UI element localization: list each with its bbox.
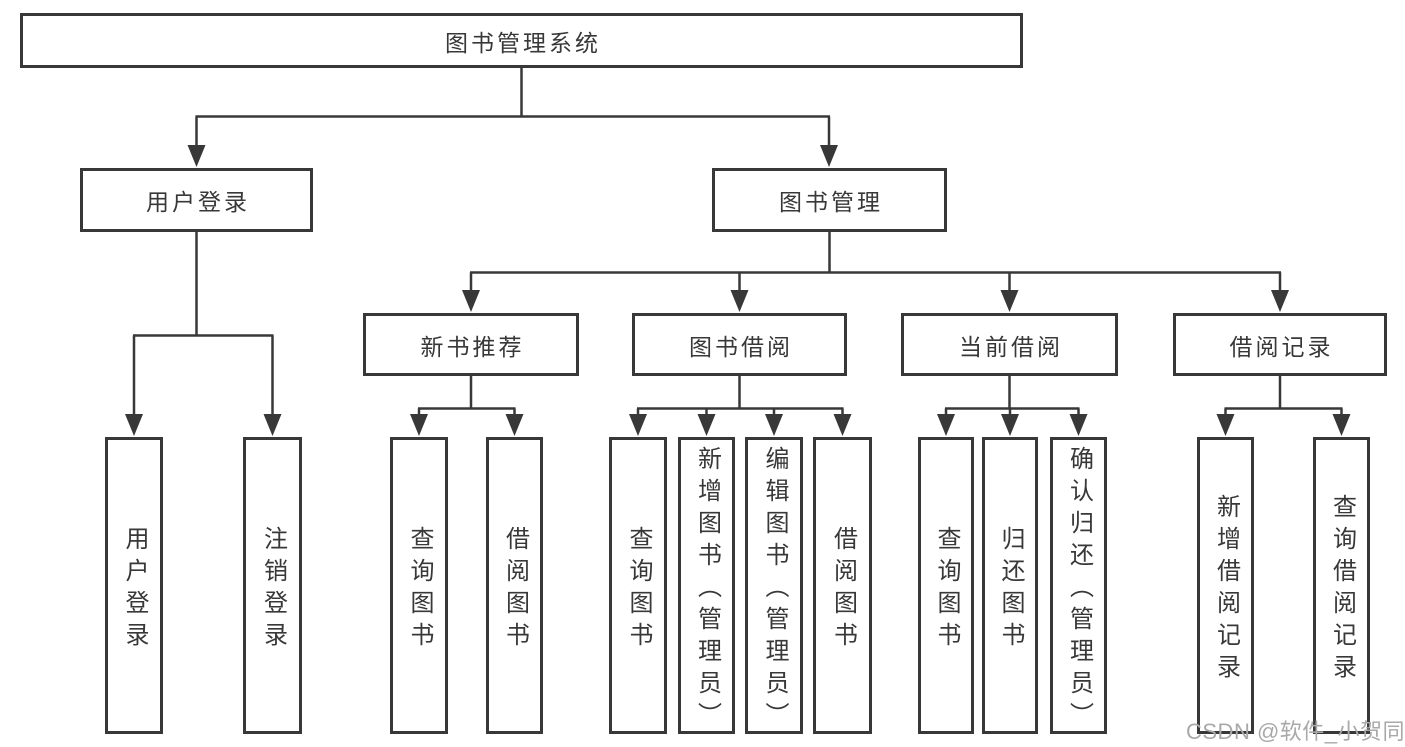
leaf-user-login: 用户登录 (105, 437, 163, 734)
leaf-edit-books-admin: 编辑图书（管理员） (745, 437, 803, 734)
node-book-management: 图书管理 (712, 168, 947, 232)
leaf-borrow-books-recommend: 借阅图书 (486, 437, 543, 734)
node-borrowing-records: 借阅记录 (1173, 313, 1387, 376)
node-library-management-system: 图书管理系统 (20, 13, 1023, 68)
node-user-login: 用户登录 (80, 168, 313, 232)
leaf-add-books-admin: 新增图书（管理员） (678, 437, 735, 734)
node-label: 图书管理系统 (445, 29, 601, 56)
leaf-label: 查询图书 (625, 525, 652, 654)
leaf-confirm-return-admin: 确认归还（管理员） (1050, 437, 1107, 734)
node-current-borrowing: 当前借阅 (901, 313, 1118, 376)
node-label: 图书借阅 (689, 333, 793, 360)
node-new-book-recommendation: 新书推荐 (363, 313, 579, 376)
leaf-query-borrow-record: 查询借阅记录 (1313, 437, 1370, 734)
leaf-query-books-borrow: 查询图书 (609, 437, 667, 734)
leaf-query-books-recommend: 查询图书 (390, 437, 448, 734)
leaf-label: 新增图书（管理员） (693, 445, 721, 734)
node-book-borrowing: 图书借阅 (632, 313, 847, 376)
leaf-label: 查询图书 (406, 525, 433, 654)
leaf-return-books: 归还图书 (982, 437, 1038, 734)
node-label: 用户登录 (146, 189, 250, 215)
node-label: 当前借阅 (959, 333, 1063, 360)
node-label: 新书推荐 (420, 333, 525, 360)
leaf-label: 借阅图书 (501, 525, 529, 654)
leaf-label: 新增借阅记录 (1212, 493, 1240, 686)
leaf-query-books-current: 查询图书 (918, 437, 974, 734)
leaf-borrow-books: 借阅图书 (813, 437, 872, 734)
leaf-add-borrow-record: 新增借阅记录 (1197, 437, 1254, 734)
node-label: 借阅记录 (1229, 333, 1334, 360)
watermark: CSDN @软件_小贺同学 (1186, 719, 1405, 744)
leaf-label: 查询借阅记录 (1328, 493, 1356, 686)
node-label: 图书管理 (779, 189, 883, 215)
leaf-label: 归还图书 (997, 525, 1024, 654)
leaf-label: 借阅图书 (829, 525, 857, 654)
leaf-label: 用户登录 (121, 525, 148, 654)
leaf-label: 确认归还（管理员） (1065, 445, 1093, 734)
leaf-label: 查询图书 (933, 525, 960, 654)
leaf-label: 注销登录 (259, 525, 287, 654)
leaf-label: 编辑图书（管理员） (761, 445, 788, 734)
leaf-logout: 注销登录 (243, 437, 302, 734)
